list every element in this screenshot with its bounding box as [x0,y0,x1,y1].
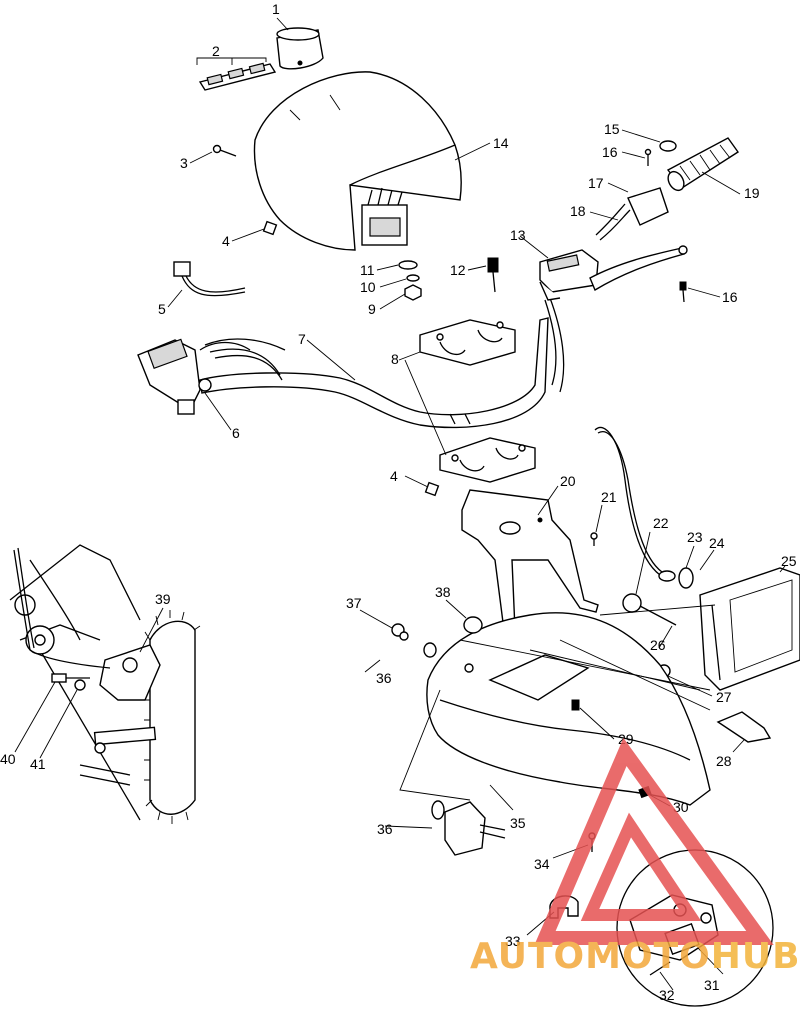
front-hood [426,604,716,806]
label-16-upper: 16 [602,144,618,160]
screw-3 [212,144,237,157]
cap-15 [659,140,677,152]
screw-16-lower [679,281,687,303]
label-8: 8 [391,351,399,367]
headlight-pod-cowl [253,71,462,251]
label-10: 10 [360,279,376,295]
label-6: 6 [232,425,240,441]
label-20: 20 [560,473,576,489]
label-25: 25 [781,553,797,569]
headlight-assembly [699,567,800,691]
label-39: 39 [155,591,171,607]
label-16-lower: 16 [722,289,738,305]
label-5: 5 [158,301,166,317]
label-27: 27 [716,689,732,705]
label-31: 31 [704,977,720,993]
label-17: 17 [588,175,604,191]
clip-4-upper [262,220,278,236]
watermark-triangle-logo [534,737,774,945]
label-35: 35 [510,815,526,831]
switch-37 [391,623,437,658]
indicator-lamps [198,62,277,91]
label-40: 40 [0,751,16,767]
mounting-bracket [461,489,599,643]
screw-16-upper [644,148,652,166]
label-1: 1 [272,1,280,17]
label-33: 33 [505,933,521,949]
label-22: 22 [653,515,669,531]
left-control-housing [137,338,251,415]
label-13: 13 [510,227,526,243]
label-41: 41 [30,756,46,772]
bleeder-40 [51,673,90,683]
label-12: 12 [450,262,466,278]
handlebar-clamp-upper [419,319,516,366]
switch-36 [431,800,506,856]
screw-21 [590,532,598,546]
label-34: 34 [534,856,550,872]
label-24: 24 [709,535,725,551]
label-36-lower: 36 [377,821,393,837]
label-30: 30 [673,799,689,815]
bolt-12 [487,257,499,293]
brake-line [13,549,111,669]
handlebar-clamp-lower [439,437,536,483]
spring-23 [678,567,694,589]
leader-36 [399,689,471,801]
brake-master-cylinder [539,249,599,301]
label-15: 15 [604,121,620,137]
label-32: 32 [659,987,675,1003]
brake-rotor [144,610,201,824]
label-38: 38 [435,584,451,600]
label-28: 28 [716,753,732,769]
nut-washer-stack [398,260,422,301]
brake-lever [589,247,685,292]
adjuster-22 [622,593,677,626]
cap-41 [74,679,86,691]
label-7: 7 [298,331,306,347]
tab-28 [716,711,772,743]
label-26: 26 [650,637,666,653]
label-14: 14 [493,135,509,151]
label-19: 19 [744,185,760,201]
label-23: 23 [687,529,703,545]
watermark: AUTOMOTOHUB [470,737,800,977]
label-3: 3 [180,155,188,171]
nut-24 [658,570,676,582]
indicator-gauge [276,27,324,70]
label-21: 21 [601,489,617,505]
ignition-switch-block [361,187,408,246]
brake-caliper [79,644,161,786]
hand-grip [666,137,739,192]
leader-lines [14,17,786,991]
watermark-text: AUTOMOTOHUB [470,936,800,977]
label-11: 11 [360,262,375,278]
clip-4-lower [424,481,440,497]
throttle-housing [595,187,669,241]
label-4-lower: 4 [390,468,398,484]
label-37: 37 [346,595,362,611]
clip-29 [571,699,580,711]
label-4-upper: 4 [222,233,230,249]
wire-connector [173,261,246,297]
label-18: 18 [570,203,586,219]
grommet-38 [463,616,483,634]
headlight-wire [594,427,661,576]
handlebar [199,297,565,429]
label-9: 9 [368,301,376,317]
label-2: 2 [212,43,220,59]
label-36-upper: 36 [376,670,392,686]
